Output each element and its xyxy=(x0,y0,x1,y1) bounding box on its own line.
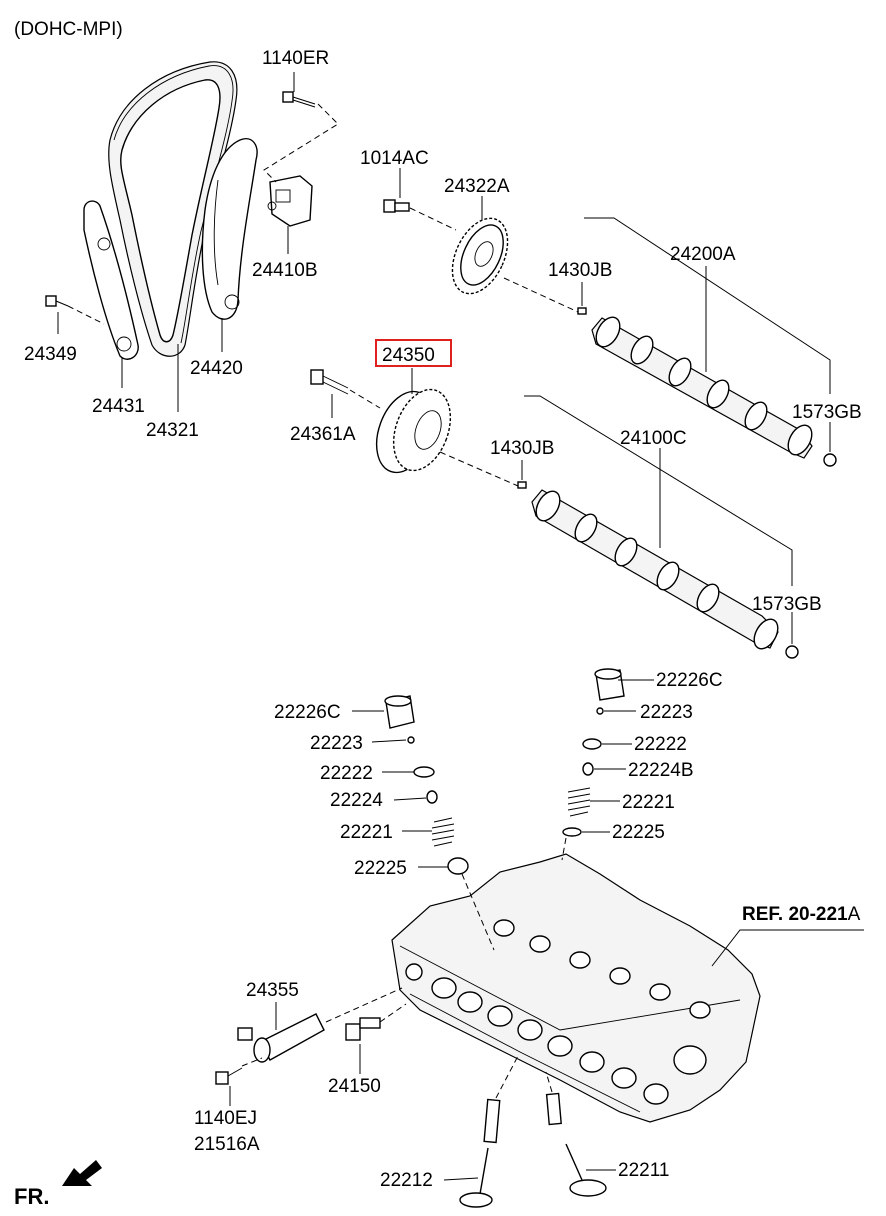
chain-tensioner-arm[interactable] xyxy=(201,138,258,320)
valve-stack-right[interactable] xyxy=(562,668,625,837)
plug-1573gb-mid[interactable] xyxy=(785,645,799,659)
bolt-24150[interactable] xyxy=(345,1017,381,1041)
cylinder-head[interactable] xyxy=(391,853,761,1123)
label-1140ej: 1140EJ xyxy=(194,1108,257,1129)
label-24361a: 24361A xyxy=(290,424,356,445)
valve-guide-left[interactable] xyxy=(483,1098,501,1144)
label-24322a: 24322A xyxy=(444,176,510,197)
bolt-1140er[interactable] xyxy=(282,91,316,108)
label-1573gb-mid: 1573GB xyxy=(752,594,822,615)
bolt-1014ac[interactable] xyxy=(383,199,410,213)
front-indicator: FR. xyxy=(14,1184,49,1209)
bolt-24349[interactable] xyxy=(45,295,69,307)
label-24355: 24355 xyxy=(246,980,299,1001)
label-22221-left: 22221 xyxy=(340,822,393,843)
label-24100c: 24100C xyxy=(620,428,687,449)
label-22212: 22212 xyxy=(380,1170,433,1191)
label-22222-left: 22222 xyxy=(320,763,373,784)
exhaust-valve[interactable] xyxy=(565,1143,607,1197)
label-ref: REF. 20-221A xyxy=(742,904,861,925)
label-22223-right: 22223 xyxy=(640,702,693,723)
plug-1573gb-top[interactable] xyxy=(823,453,837,467)
label-24349: 24349 xyxy=(24,344,77,365)
label-1573gb-top: 1573GB xyxy=(792,402,862,423)
intake-camshaft[interactable] xyxy=(517,481,783,653)
label-22211: 22211 xyxy=(618,1160,669,1181)
label-22226c-right: 22226C xyxy=(656,670,723,691)
label-24200a: 24200A xyxy=(670,244,736,265)
variant-title: (DOHC-MPI) xyxy=(14,19,123,40)
chain-guide-left[interactable] xyxy=(83,200,139,360)
label-1430jb-top: 1430JB xyxy=(548,260,612,281)
cvvt-assembly-24350[interactable] xyxy=(366,382,461,481)
bolt-1140ej[interactable] xyxy=(215,1067,243,1085)
bolt-24361a[interactable] xyxy=(310,369,349,395)
label-22224: 22224 xyxy=(330,790,383,811)
intake-valve[interactable] xyxy=(459,1147,493,1208)
timing-chain[interactable] xyxy=(108,61,238,357)
label-24150: 24150 xyxy=(328,1076,381,1097)
label-24321: 24321 xyxy=(146,420,199,441)
label-24410b: 24410B xyxy=(252,260,318,281)
label-22225-left: 22225 xyxy=(354,858,407,879)
label-22225-right: 22225 xyxy=(612,822,665,843)
leader-lines xyxy=(57,72,864,1181)
label-22221-right: 22221 xyxy=(622,792,675,813)
valve-stack-left[interactable] xyxy=(384,695,469,875)
valve-guide-right[interactable] xyxy=(545,1092,562,1126)
oil-control-valve[interactable] xyxy=(237,1013,325,1063)
chain-tensioner[interactable] xyxy=(267,175,313,227)
label-22226c-left: 22226C xyxy=(274,702,341,723)
label-24431: 24431 xyxy=(92,396,145,417)
label-22222-right: 22222 xyxy=(634,734,687,755)
label-1430jb-mid: 1430JB xyxy=(490,438,554,459)
label-22223-left: 22223 xyxy=(310,733,363,754)
label-24350[interactable]: 24350 xyxy=(382,345,435,366)
label-24420: 24420 xyxy=(190,358,243,379)
label-21516a: 21516A xyxy=(194,1134,260,1155)
highlight-box xyxy=(375,339,452,367)
label-1014ac: 1014AC xyxy=(360,148,429,169)
label-22224b: 22224B xyxy=(628,760,694,781)
exhaust-cam-sprocket[interactable] xyxy=(441,210,518,303)
label-1140er: 1140ER xyxy=(262,48,329,69)
exhaust-camshaft[interactable] xyxy=(577,307,817,459)
front-arrow-icon xyxy=(62,1160,102,1186)
